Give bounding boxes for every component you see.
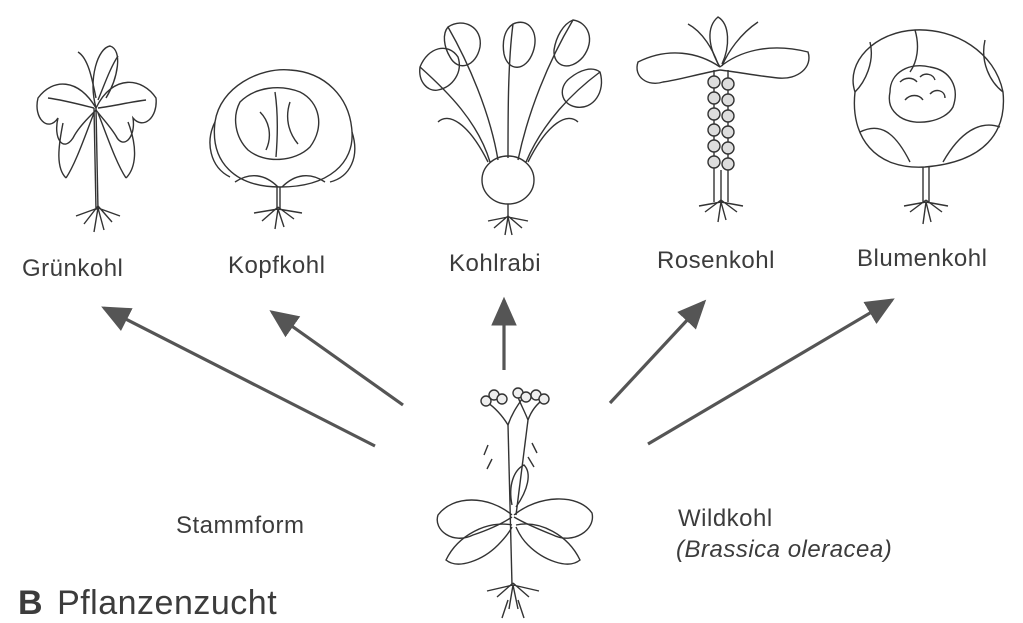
- stammform-label: Stammform: [176, 512, 305, 540]
- figure-caption: B Pflanzenzucht: [18, 584, 277, 623]
- caption-letter: B: [18, 584, 43, 622]
- arrow-to-gruenkohl: [104, 308, 375, 446]
- arrow-to-rosenkohl: [610, 302, 704, 403]
- arrow-to-kopfkohl: [272, 312, 403, 405]
- latin-name-label: (Brassica oleracea): [676, 536, 892, 564]
- caption-title: Pflanzenzucht: [57, 584, 277, 622]
- wild-cabbage-plant-icon: [428, 385, 598, 622]
- wildkohl-label: Wildkohl: [678, 505, 773, 533]
